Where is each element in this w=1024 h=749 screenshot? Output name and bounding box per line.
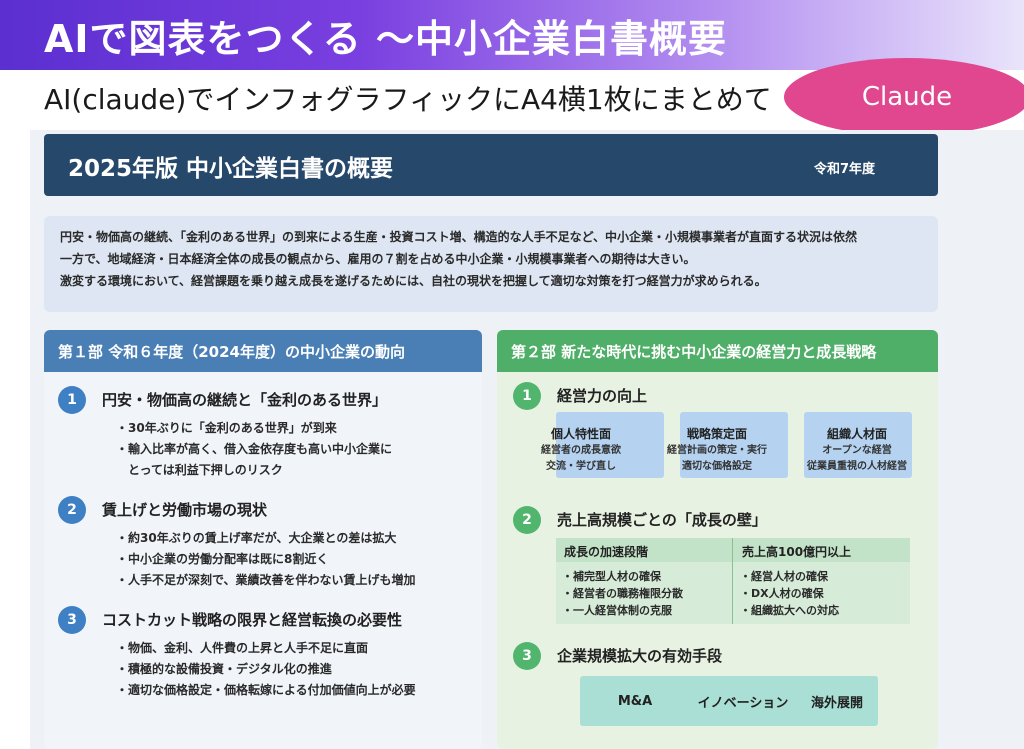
growth-wall-table: 成長の加速段階 売上高100億円以上 ・補完型人材の確保 ・経営者の職務権限分散… [556,538,910,624]
bullet-item: ・約30年ぶりの賃上げ率だが、大企業との差は拡大 [116,531,397,545]
list-item: ・経営者の職務権限分散 [562,587,683,600]
number-badge: 3 [58,606,86,634]
section-title: 企業規模拡大の有効手段 [557,647,723,665]
bullet-item: とっては利益下押しのリスク [116,463,283,477]
bullet-list: ・30年ぶりに「金利のある世界」が到来 ・輸入比率が高く、借入金依存度も高い中小… [116,418,392,481]
infographic-document: 2025年版 中小企業白書の概要 令和7年度 円安・物価高の継続、「金利のある世… [30,130,1024,749]
capability-line: 従業員重視の人材経営 [807,461,907,472]
banner-title: AIで図表をつくる 〜中小企業白書概要 [44,17,728,61]
section-title: 売上高規模ごとの「成長の壁」 [557,511,767,529]
capability-title: 戦略策定面 [686,427,747,441]
means-box-innovation: イノベーション [686,676,800,726]
growth-wall-right-title: 売上高100億円以上 [742,545,852,559]
capability-box-organization [804,412,912,478]
part2-section-3: 3 企業規模拡大の有効手段 [513,642,913,672]
page-subtitle: AI(claude)でインフォグラフィックにA4横1枚にまとめて [44,83,772,116]
part1-heading: 第１部 令和６年度（2024年度）の中小企業の動向 [44,330,482,372]
intro-line: 円安・物価高の継続、「金利のある世界」の到来による生産・投資コスト増、構造的な人… [60,230,858,244]
list-item: ・経営人材の確保 [740,570,828,583]
growth-wall-right-list: ・経営人材の確保 ・DX人材の確保 ・組織拡大への対応 [740,568,839,619]
capability-line: 経営者の成長意欲 [541,445,621,456]
bullet-list: ・物価、金利、人件費の上昇と人手不足に直面 ・積極的な設備投資・デジタル化の推進… [116,638,416,701]
capability-line: オープンな経営 [822,445,892,456]
part2-section-1: 1 経営力の向上 [513,382,913,422]
number-badge: 1 [58,386,86,414]
list-item: ・DX人材の確保 [740,587,824,600]
capability-box-personal [556,412,664,478]
means-box-overseas: 海外展開 [796,676,878,726]
intro-line: 激変する環境において、経営課題を乗り越え成長を遂げるためには、自社の現状を把握し… [60,274,767,288]
bullet-item: ・輸入比率が高く、借入金依存度も高い中小企業に [116,442,393,456]
bullet-item: ・人手不足が深刻で、業績改善を伴わない賃上げも増加 [116,573,416,587]
intro-box: 円安・物価高の継続、「金利のある世界」の到来による生産・投資コスト増、構造的な人… [44,216,938,312]
claude-badge: Claude [784,58,1024,136]
capability-title: 個人特性面 [550,427,611,441]
bullet-list: ・約30年ぶりの賃上げ率だが、大企業との差は拡大 ・中小企業の労働分配率は既に8… [116,528,416,591]
capability-box-strategy [680,412,788,478]
list-item: ・一人経営体制の克服 [562,604,672,617]
growth-wall-left-title: 成長の加速段階 [564,545,649,559]
number-badge: 2 [58,496,86,524]
part1-body: 1 円安・物価高の継続と「金利のある世界」 ・30年ぶりに「金利のある世界」が到… [44,372,482,749]
growth-wall-header [556,538,910,562]
capability-line: 経営計画の策定・実行 [667,445,767,456]
growth-wall-left-list: ・補完型人材の確保 ・経営者の職務権限分散 ・一人経営体制の克服 [562,568,683,619]
list-item: ・補完型人材の確保 [562,570,661,583]
title-banner: AIで図表をつくる 〜中小企業白書概要 [0,0,1024,70]
capability-text-personal: 個人特性面 経営者の成長意欲 交流・学び直し [516,426,646,475]
number-badge: 1 [513,382,541,410]
capability-title: 組織人材面 [826,427,887,441]
number-badge: 3 [513,642,541,670]
list-item: ・組織拡大への対応 [740,604,839,617]
part1-panel: 第１部 令和６年度（2024年度）の中小企業の動向 1 円安・物価高の継続と「金… [44,330,482,749]
means-box-ma: M&A [580,676,690,726]
capability-text-organization: 組織人材面 オープンな経営 従業員重視の人材経営 [792,426,922,475]
document-era: 令和7年度 [814,162,876,177]
document-title: 2025年版 中小企業白書の概要 [68,156,394,182]
section-title: 賃上げと労働市場の現状 [102,501,268,519]
bullet-item: ・中小企業の労働分配率は既に8割近く [116,552,329,566]
part2-heading: 第２部 新たな時代に挑む中小企業の経営力と成長戦略 [497,330,938,372]
section-title: コストカット戦略の限界と経営転換の必要性 [102,611,403,629]
number-badge: 2 [513,506,541,534]
section-title: 円安・物価高の継続と「金利のある世界」 [102,391,388,409]
bullet-item: ・物価、金利、人件費の上昇と人手不足に直面 [116,641,369,655]
growth-wall-divider [732,538,733,624]
bullet-item: ・適切な価格設定・価格転嫁による付加価値向上が必要 [116,683,416,697]
bullet-item: ・30年ぶりに「金利のある世界」が到来 [116,421,337,435]
bullet-item: ・積極的な設備投資・デジタル化の推進 [116,662,332,676]
capability-text-strategy: 戦略策定面 経営計画の策定・実行 適切な価格設定 [652,426,782,475]
capability-line: 交流・学び直し [546,461,616,472]
section-title: 経営力の向上 [557,387,648,405]
capability-line: 適切な価格設定 [682,461,752,472]
document-header: 2025年版 中小企業白書の概要 令和7年度 [44,134,938,196]
part2-section-2: 2 売上高規模ごとの「成長の壁」 [513,506,913,536]
intro-line: 一方で、地域経済・日本経済全体の成長の観点から、雇用の７割を占める中小企業・小規… [60,252,696,266]
